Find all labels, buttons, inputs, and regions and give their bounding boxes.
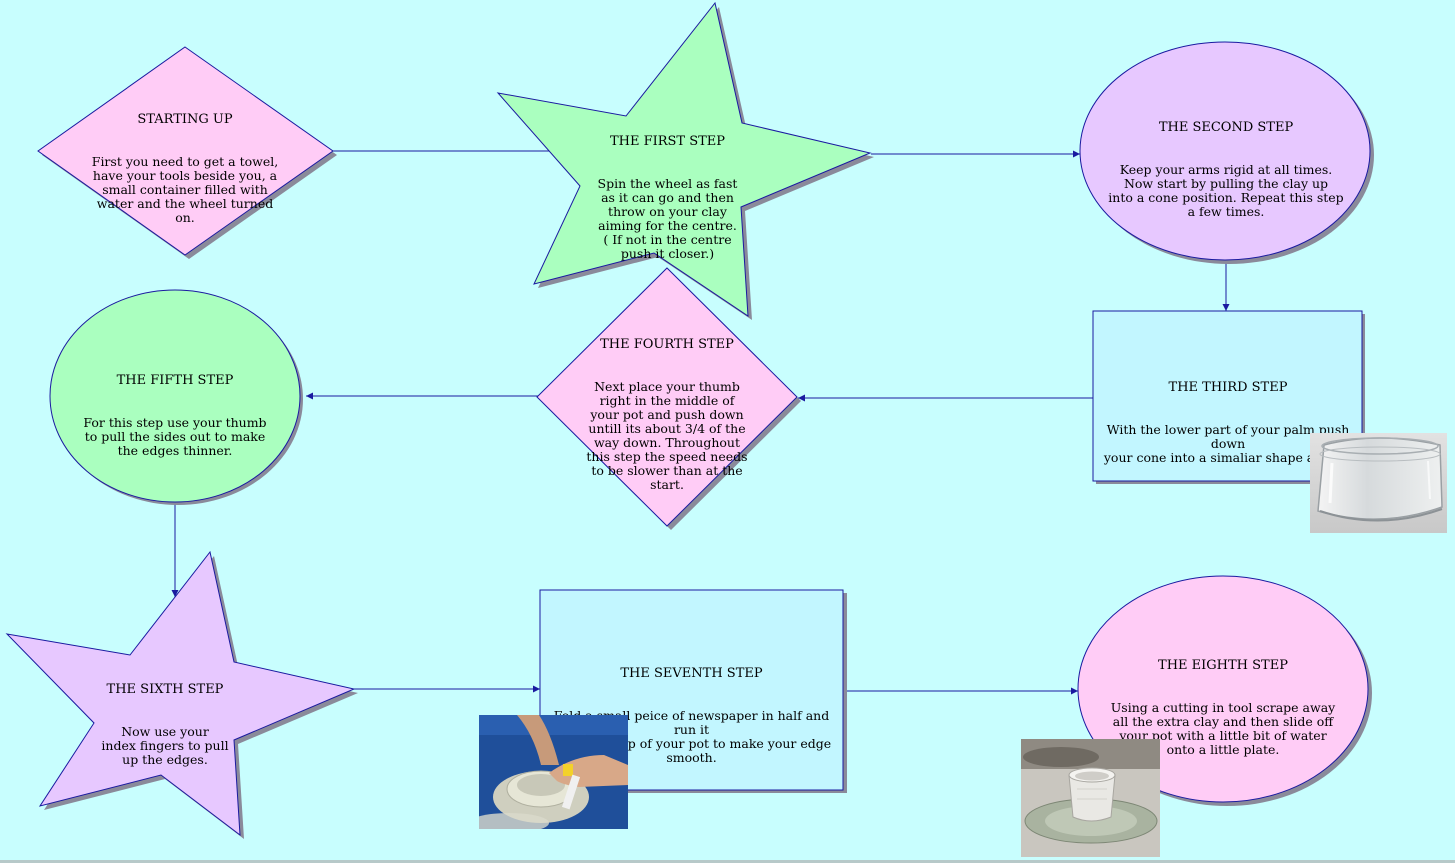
edges xyxy=(171,147,1230,695)
node-step6-shape xyxy=(5,550,356,837)
bottom-border xyxy=(0,860,1455,863)
node-step5-title: THE FIFTH STEP xyxy=(116,373,234,388)
node-step5-body: For this step use your thumb to pull the… xyxy=(83,415,267,458)
node-step4-text: THE FOURTH STEP Next place your thumb ri… xyxy=(577,324,757,492)
node-start-title: STARTING UP xyxy=(137,112,233,127)
node-step2-body: Keep your arms rigid at all times. Now s… xyxy=(1108,162,1344,219)
node-step1-body: Spin the wheel as fast as it can go and … xyxy=(597,176,738,261)
node-step5-text: THE FIFTH STEP For this step use your th… xyxy=(70,360,280,458)
node-step1-text: THE FIRST STEP Spin the wheel as fast as… xyxy=(580,121,755,261)
node-step8-title: THE EIGHTH STEP xyxy=(1158,658,1288,673)
node-step2-shape xyxy=(1079,41,1371,261)
node-start-body: First you need to get a towel, have your… xyxy=(91,154,279,225)
node-step6-text: THE SIXTH STEP Now use your index finger… xyxy=(90,669,240,767)
node-step2-title: THE SECOND STEP xyxy=(1158,120,1294,135)
photo-step8-finished-pot xyxy=(1021,739,1160,857)
node-start-text: STARTING UP First you need to get a towe… xyxy=(70,99,300,225)
node-step3-body: With the lower part of your palm push do… xyxy=(1103,422,1352,465)
node-step4-shape xyxy=(536,267,798,527)
node-step6-title: THE SIXTH STEP xyxy=(106,682,224,697)
photo-step7-newspaper-pot xyxy=(479,715,628,829)
node-step6-body: Now use your index fingers to pull up th… xyxy=(101,724,229,767)
node-step3-title: THE THIRD STEP xyxy=(1168,380,1288,395)
node-step4-body: Next place your thumb right in the middl… xyxy=(586,379,748,492)
node-step7-title: THE SEVENTH STEP xyxy=(620,666,763,681)
node-step2-text: THE SECOND STEP Keep your arms rigid at … xyxy=(1100,107,1352,219)
node-start-shape xyxy=(37,46,334,256)
node-step8-text: THE EIGHTH STEP Using a cutting in tool … xyxy=(1103,645,1343,757)
node-step4-title: THE FOURTH STEP xyxy=(600,337,734,352)
node-step1-title: THE FIRST STEP xyxy=(609,134,726,149)
node-step3-text: THE THIRD STEP With the lower part of yo… xyxy=(1096,367,1360,465)
node-step8-body: Using a cutting in tool scrape away all … xyxy=(1110,700,1336,757)
node-step5-shape xyxy=(49,289,301,503)
photo-step3-glass-bowl xyxy=(1310,433,1447,533)
node-step1-shape xyxy=(496,1,872,317)
